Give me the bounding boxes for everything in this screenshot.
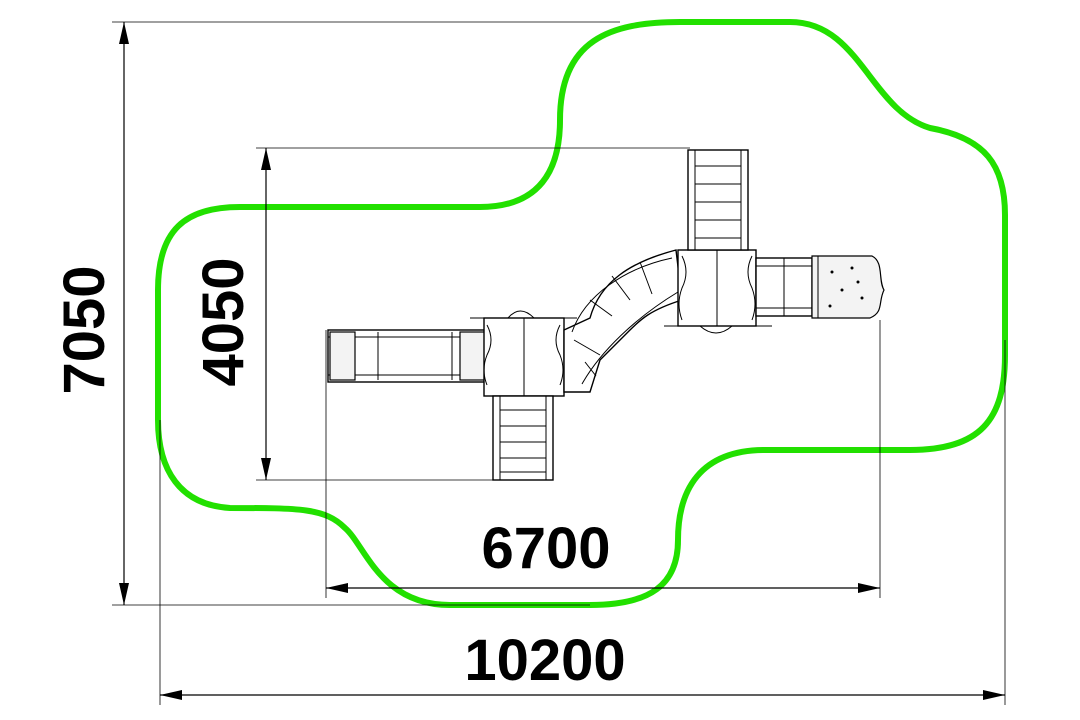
bottom-ladder <box>492 395 554 481</box>
right-bridge <box>755 255 885 319</box>
dimension-label-4050: 4050 <box>191 257 256 386</box>
playground-equipment <box>327 149 885 481</box>
dimension-label-6700: 6700 <box>481 516 610 581</box>
dimension-10200 <box>159 340 1006 705</box>
left-platform <box>470 310 577 397</box>
left-bridge <box>327 329 489 383</box>
dimension-7050 <box>112 21 620 606</box>
dimension-6700 <box>325 320 881 598</box>
safety-zone-outline <box>155 19 1008 608</box>
dimension-label-10200: 10200 <box>464 628 625 693</box>
curved-bridge <box>563 249 683 393</box>
dimension-label-7050: 7050 <box>52 265 117 394</box>
top-ladder <box>687 149 749 251</box>
dimension-4050 <box>256 147 690 481</box>
